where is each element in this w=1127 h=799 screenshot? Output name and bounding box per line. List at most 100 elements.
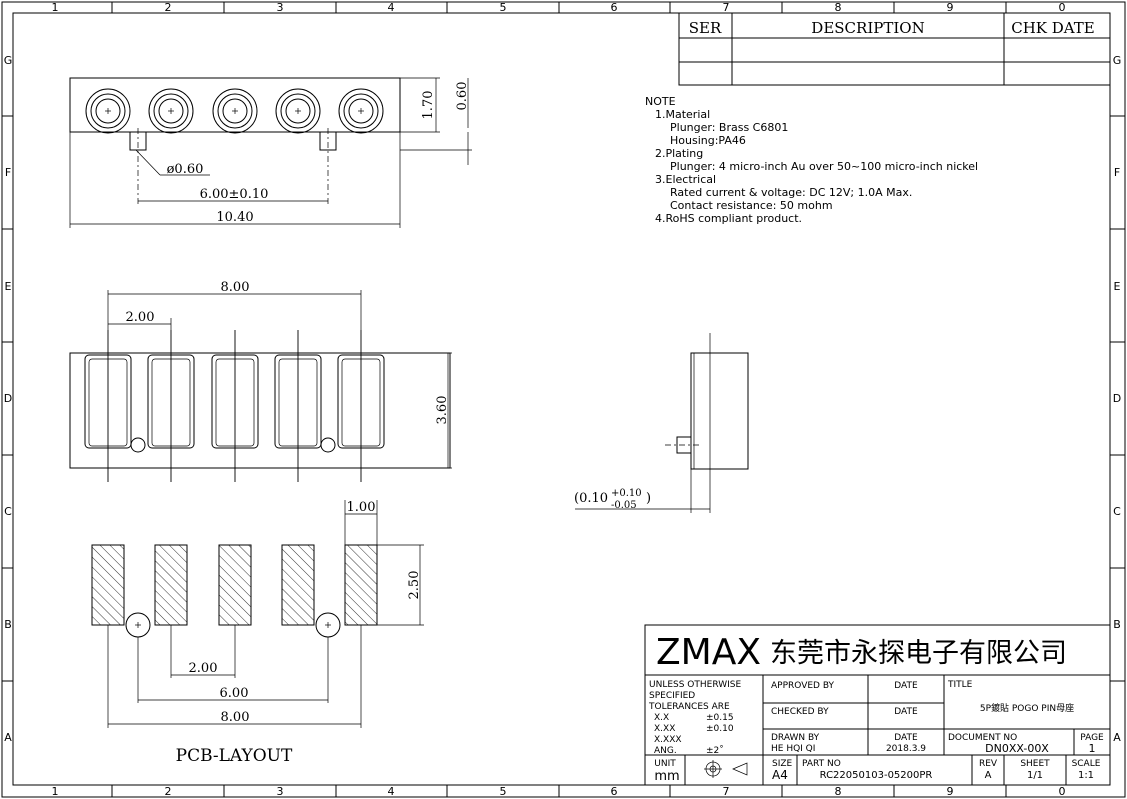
unit-label: UNIT: [654, 759, 676, 769]
peg-hole-right: [320, 437, 336, 453]
zone-col-label: 1: [52, 1, 59, 14]
rev-label: REV: [979, 759, 998, 769]
part-no-value: RC22050103-05200PR: [820, 770, 933, 781]
pcb-pad: [91, 544, 125, 626]
zone-row-label: C: [1113, 505, 1121, 518]
dim-side-base: (0.10: [574, 491, 608, 506]
dim-body-height: 3.60: [435, 396, 450, 425]
zone-row-label: A: [1113, 731, 1121, 744]
zone-col-label: 5: [500, 1, 507, 14]
title-label: TITLE: [947, 680, 973, 690]
note-line: Contact resistance: 50 mohm: [670, 199, 833, 212]
pcb-layout-label: PCB-LAYOUT: [176, 746, 293, 766]
zone-col-label: 3: [277, 1, 284, 14]
pcb-layout-view: 1.00 2.50 2.00 6.00 8.00 PCB-LAYOUT: [91, 500, 424, 766]
zone-col-label: 6: [611, 785, 618, 798]
zone-col-label: 4: [388, 785, 395, 798]
pogo-pin-top: [275, 88, 321, 134]
scale-value: 1:1: [1078, 770, 1094, 781]
zone-row-label: B: [1113, 618, 1121, 631]
note-line: 3.Electrical: [655, 173, 716, 186]
zone-col-label: 0: [1059, 1, 1066, 14]
date-label: DATE: [894, 681, 918, 691]
part-no-label: PART NO: [802, 759, 841, 769]
zone-row-label: B: [4, 618, 12, 631]
pcb-pad: [218, 544, 252, 626]
document-no-value: DN0XX-00X: [985, 742, 1049, 755]
top-view: 1.70 0.60 ø0.60 6.00±0.10 10.40: [69, 77, 472, 228]
dim-pin-span: 8.00: [221, 280, 250, 295]
notes-heading: NOTE: [645, 95, 676, 108]
zone-row-label: G: [4, 54, 13, 67]
pogo-pin-top: [212, 88, 258, 134]
date-label: DATE: [894, 707, 918, 717]
tol-line: SPECIFIED: [649, 691, 695, 701]
tol-line: TOLERANCES ARE: [648, 702, 730, 712]
note-line: Housing:PA46: [670, 134, 746, 147]
document-no-label: DOCUMENT NO: [948, 733, 1017, 743]
tol-xx-label: X.X: [654, 713, 669, 723]
side-view: (0.10 +0.10 -0.05 ): [574, 333, 749, 513]
zone-col-label: 9: [947, 1, 954, 14]
rev-value: A: [985, 770, 992, 781]
pogo-pin-top: [338, 88, 384, 134]
zone-col-label: 3: [277, 785, 284, 798]
zone-col-label: 2: [165, 785, 172, 798]
page-label: PAGE: [1080, 733, 1104, 743]
date-value: 2018.3.9: [886, 744, 926, 754]
pcb-pad: [281, 544, 315, 626]
tol-ang-value: ±2˚: [706, 745, 724, 756]
pogo-pin-top: [85, 88, 131, 134]
size-value: A4: [772, 768, 788, 782]
sheet-label: SHEET: [1020, 759, 1050, 769]
dim-side-close: ): [646, 491, 651, 506]
pcb-pad: [344, 544, 378, 626]
dim-overall-length: 10.40: [216, 210, 253, 225]
pogo-pin-top: [148, 88, 194, 134]
peg-hole-left: [130, 437, 146, 453]
zone-col-label: 1: [52, 785, 59, 798]
front-view: 8.00 2.00 3.60: [69, 280, 452, 482]
zone-col-label: 4: [388, 1, 395, 14]
drawn-by-label: DRAWN BY: [771, 733, 820, 743]
zone-col-label: 2: [165, 1, 172, 14]
dim-top-height: 1.70: [421, 91, 436, 120]
dim-pad-height: 2.50: [407, 571, 422, 600]
zone-col-label: 8: [835, 785, 842, 798]
size-label: SIZE: [772, 759, 793, 769]
zone-col-label: 7: [723, 785, 730, 798]
dim-pin-pitch: 2.00: [126, 310, 155, 325]
note-line: 1.Material: [655, 108, 710, 121]
rev-header-chk-date: CHK DATE: [1011, 19, 1095, 37]
zone-col-label: 0: [1059, 785, 1066, 798]
zone-row-label: A: [4, 731, 12, 744]
zone-col-label: 7: [723, 1, 730, 14]
sheet-value: 1/1: [1027, 770, 1043, 781]
projection-symbol-icon: [704, 760, 748, 778]
title-value: 5P鍍貼 POGO PIN母座: [980, 702, 1074, 714]
zone-row-label: G: [1113, 54, 1122, 67]
tol-xxx-value: ±0.10: [706, 724, 734, 734]
zone-col-label: 5: [500, 785, 507, 798]
zone-col-label: 9: [947, 785, 954, 798]
zone-col-label: 8: [835, 1, 842, 14]
approved-by-label: APPROVED BY: [771, 681, 835, 691]
zone-row-label: C: [4, 505, 12, 518]
rev-header-ser: SER: [689, 19, 722, 37]
note-line: Rated current & voltage: DC 12V; 1.0A Ma…: [670, 186, 912, 199]
notes-block: NOTE 1.Material Plunger: Brass C6801 Hou…: [645, 95, 978, 225]
unit-value: mm: [654, 769, 679, 784]
scale-label: SCALE: [1072, 759, 1101, 769]
zone-col-label: 6: [611, 1, 618, 14]
zone-row-label: F: [5, 166, 11, 179]
page-value: 1: [1089, 742, 1096, 755]
pcb-pad: [154, 544, 188, 626]
tol-xx-value: ±0.15: [706, 713, 734, 723]
tol-xxx-label: X.XX: [654, 724, 675, 734]
dim-side-tol-minus: -0.05: [611, 500, 637, 511]
dim-pcb-peg-pitch: 6.00: [220, 686, 249, 701]
dim-top-pin: 0.60: [455, 82, 470, 111]
